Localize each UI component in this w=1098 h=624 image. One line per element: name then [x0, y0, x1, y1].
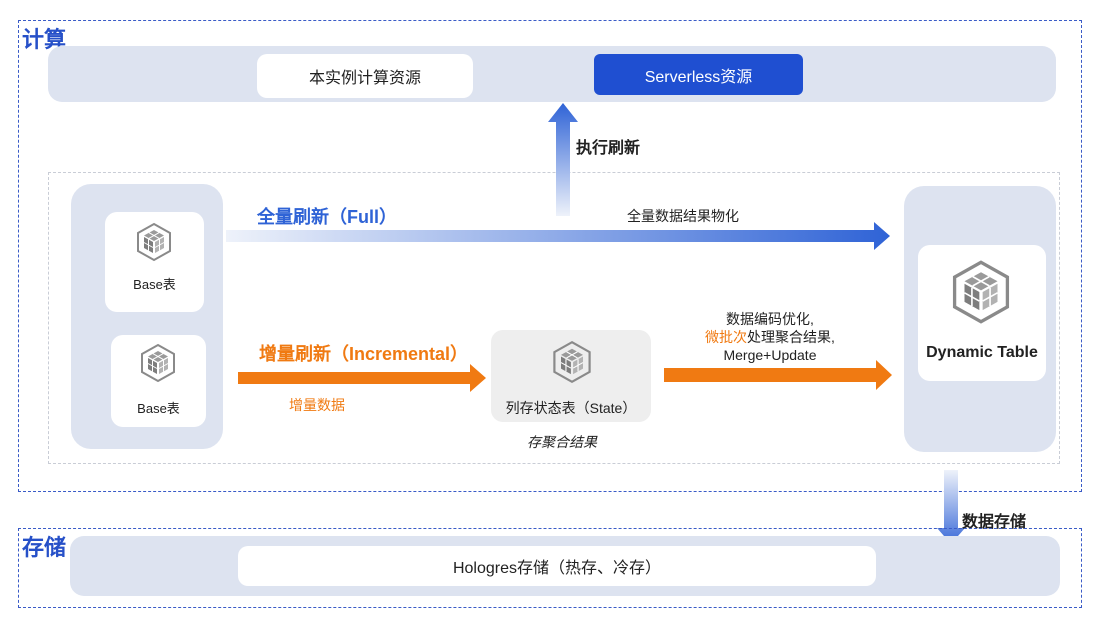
opt-line-2: 微批次处理聚合结果,	[680, 328, 860, 346]
incremental-arrow-2	[664, 360, 892, 390]
incremental-data-label: 增量数据	[289, 397, 345, 413]
base-table-label-2: Base表	[137, 401, 180, 416]
opt-line-3: Merge+Update	[723, 347, 817, 363]
instance-compute-resource: 本实例计算资源	[257, 54, 473, 98]
execute-refresh-arrow	[548, 103, 578, 216]
incremental-arrow-1	[238, 364, 486, 392]
opt-line-2-rest: 处理聚合结果,	[747, 329, 835, 345]
store-agg-label: 存聚合结果	[527, 434, 597, 450]
full-materialize-label: 全量数据结果物化	[627, 208, 739, 224]
optimization-label: 数据编码优化, 微批次处理聚合结果, Merge+Update	[680, 310, 860, 364]
base-table-card-1: Base表	[105, 212, 204, 312]
base-table-label-1: Base表	[133, 277, 176, 292]
opt-line-1: 数据编码优化,	[726, 311, 814, 327]
compute-section	[18, 20, 1082, 492]
micro-batch-text: 微批次	[705, 329, 748, 345]
state-table-label: 列存状态表（State）	[505, 400, 637, 416]
compute-resources-panel	[48, 46, 1056, 102]
base-table-card-2: Base表	[111, 335, 206, 427]
data-storage-label: 数据存储	[962, 514, 1027, 531]
storage-section	[18, 528, 1082, 608]
incremental-refresh-label: 增量刷新（Incremental）	[259, 344, 469, 364]
data-storage-arrow	[937, 470, 965, 544]
serverless-resource: Serverless资源	[594, 54, 803, 95]
state-table-card: 列存状态表（State）	[491, 330, 651, 422]
storage-title: 存储	[22, 535, 67, 560]
full-refresh-arrow	[226, 222, 890, 250]
dynamic-table-card: Dynamic Table	[918, 245, 1046, 381]
execute-refresh-label: 执行刷新	[576, 140, 641, 157]
dynamic-table-label: Dynamic Table	[926, 344, 1038, 361]
hologres-storage: Hologres存储（热存、冷存）	[238, 546, 876, 586]
full-refresh-label: 全量刷新（Full）	[257, 207, 397, 227]
refresh-flow-area	[48, 172, 1060, 464]
